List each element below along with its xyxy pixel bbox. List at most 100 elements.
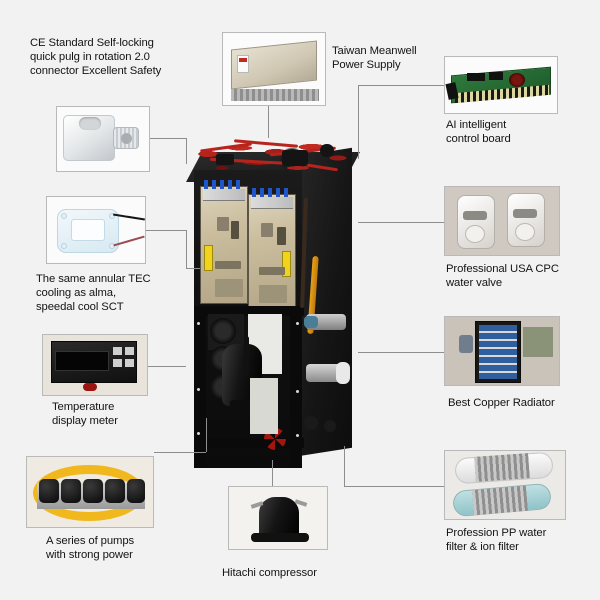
valve-clip bbox=[463, 211, 487, 220]
suction-pipe bbox=[244, 336, 249, 376]
screw bbox=[296, 322, 299, 325]
pump-unit bbox=[127, 479, 145, 503]
capacitor bbox=[320, 144, 334, 157]
heatsink bbox=[215, 261, 241, 269]
valve-port bbox=[515, 223, 535, 241]
transformer bbox=[261, 223, 273, 237]
pump-unit bbox=[83, 479, 103, 503]
leader-line-connector bbox=[186, 138, 187, 164]
valve-body bbox=[507, 193, 545, 247]
leader-line-control-board bbox=[358, 85, 444, 86]
background-object bbox=[523, 327, 553, 357]
chassis-post bbox=[194, 316, 206, 468]
power-supply-module bbox=[248, 188, 296, 310]
callout-label-water-valve: Professional USA CPC water valve bbox=[446, 263, 559, 290]
screw bbox=[296, 390, 299, 393]
meter-key bbox=[125, 359, 134, 367]
connector-latch bbox=[79, 117, 101, 130]
leader-line-water-filter bbox=[344, 486, 444, 487]
pump-unit bbox=[39, 479, 59, 503]
radiator-fins bbox=[479, 325, 517, 379]
leader-line-water-filter bbox=[344, 446, 345, 486]
callout-label-tec-cooling: The same annular TEC cooling as alma, sp… bbox=[36, 273, 151, 314]
connector-opening bbox=[121, 133, 132, 144]
power-supply-module bbox=[200, 180, 248, 304]
leader-line-pumps bbox=[206, 418, 207, 452]
callout-thumb-compressor bbox=[228, 486, 328, 550]
white-panel bbox=[250, 378, 278, 434]
capacitor bbox=[231, 221, 239, 239]
leader-line-water-valve bbox=[358, 222, 444, 223]
meter-key bbox=[125, 347, 134, 355]
leader-line-tec-cooling bbox=[146, 230, 186, 231]
red-button bbox=[83, 383, 97, 391]
pump-inlet bbox=[304, 316, 318, 328]
valve-head bbox=[336, 362, 350, 384]
filter-label bbox=[472, 485, 528, 516]
callout-thumb-temperature-meter bbox=[42, 334, 148, 396]
leader-line-power-supply bbox=[268, 106, 269, 138]
callout-label-radiator: Best Copper Radiator bbox=[448, 397, 555, 409]
leader-line-connector bbox=[150, 138, 186, 139]
meter-key bbox=[113, 347, 122, 355]
callout-thumb-water-filter bbox=[444, 450, 566, 520]
mounting-hole bbox=[109, 213, 115, 219]
tec-aperture bbox=[71, 219, 105, 241]
relay bbox=[467, 73, 485, 81]
mounting-hole bbox=[61, 213, 67, 219]
leader-line-tec-cooling bbox=[186, 230, 187, 268]
mounting-hole bbox=[61, 243, 67, 249]
callout-thumb-radiator bbox=[444, 316, 560, 386]
callout-thumb-connector bbox=[56, 106, 150, 172]
leader-line-tec-cooling bbox=[186, 268, 200, 269]
yellow-label bbox=[282, 251, 291, 277]
compressor-base bbox=[230, 400, 260, 409]
blue-connector-row bbox=[204, 180, 244, 189]
callout-label-power-supply: Taiwan Meanwell Power Supply bbox=[332, 45, 417, 72]
callout-label-pumps: A series of pumps with strong power bbox=[46, 535, 135, 562]
callout-thumb-water-valve bbox=[444, 186, 560, 256]
leader-line-pumps bbox=[154, 452, 206, 453]
leader-line-control-board bbox=[358, 85, 359, 159]
valve-port bbox=[465, 225, 485, 243]
transformer bbox=[217, 217, 229, 231]
pump-unit bbox=[105, 479, 125, 503]
callout-thumb-pumps bbox=[26, 456, 154, 528]
relay bbox=[489, 72, 503, 80]
callout-label-control-board: AI intelligent control board bbox=[446, 119, 511, 146]
capacitor bbox=[277, 227, 286, 245]
callout-label-compressor: Hitachi compressor bbox=[222, 567, 317, 579]
leader-line-temperature-meter bbox=[148, 366, 186, 367]
yellow-label bbox=[204, 245, 213, 271]
pcb-area bbox=[215, 279, 243, 297]
psu-label-mark bbox=[239, 58, 247, 62]
chassis-rail bbox=[194, 438, 304, 448]
toroid-coil bbox=[509, 73, 525, 87]
port bbox=[304, 416, 318, 430]
ruler bbox=[231, 89, 319, 101]
cabinet-side-panel bbox=[298, 147, 352, 457]
meter-key bbox=[113, 359, 122, 367]
meter-display bbox=[55, 351, 109, 371]
terminal-block bbox=[216, 154, 234, 165]
screw bbox=[197, 388, 200, 391]
callout-label-water-filter: Profession PP water filter & ion filter bbox=[446, 527, 547, 554]
coil bbox=[210, 318, 236, 344]
callout-thumb-power-supply bbox=[222, 32, 326, 106]
leader-line-compressor bbox=[272, 460, 273, 486]
compressor-base bbox=[251, 533, 309, 542]
callout-label-temperature-meter: Temperature display meter bbox=[52, 401, 118, 428]
screw bbox=[197, 432, 200, 435]
filter-label bbox=[474, 453, 530, 482]
screw bbox=[197, 322, 200, 325]
callout-thumb-control-board bbox=[444, 56, 558, 114]
terminal-strip bbox=[203, 189, 245, 201]
chassis-rail bbox=[194, 306, 304, 316]
leader-line-radiator bbox=[358, 352, 444, 353]
blue-connector-row bbox=[252, 188, 292, 197]
valve-clip bbox=[513, 209, 537, 218]
relay-block bbox=[282, 150, 308, 166]
radiator-fitting bbox=[459, 335, 473, 353]
compressor-shell bbox=[259, 497, 299, 539]
